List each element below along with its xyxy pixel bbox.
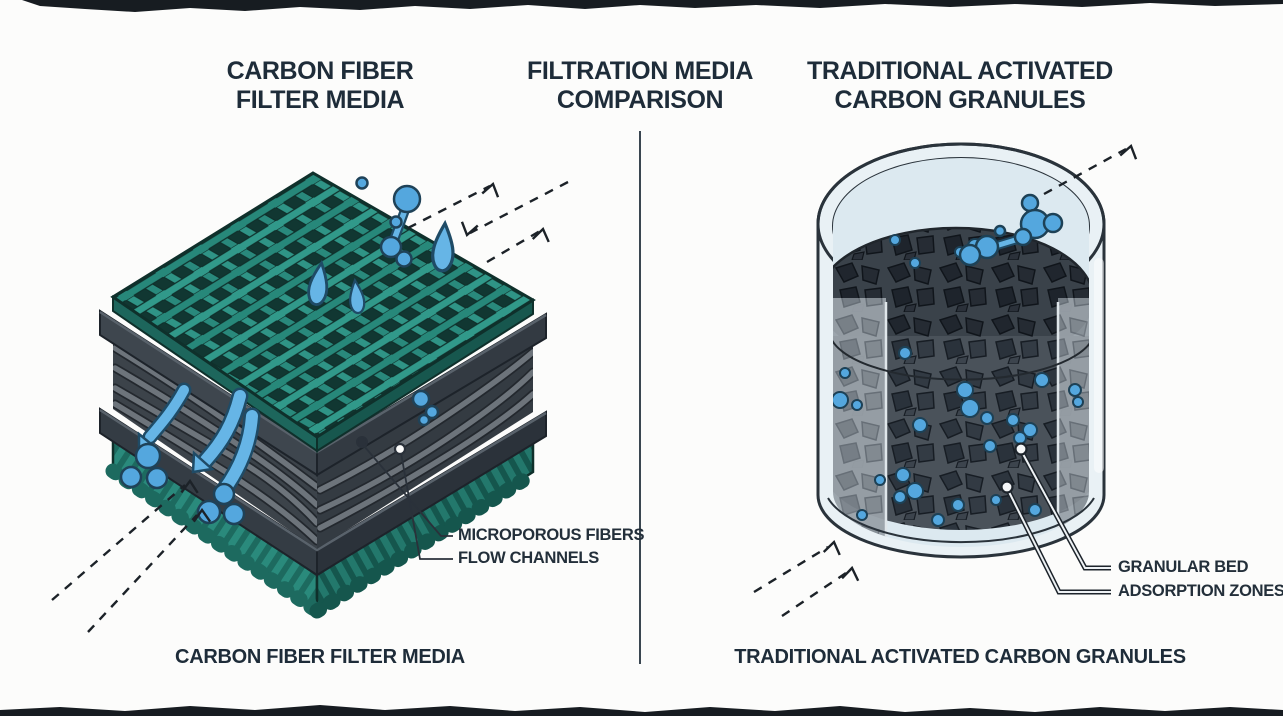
flow-direction-arrows-left [51,180,569,633]
molecule-cluster-rim [958,193,1064,267]
leader-lines-right [1000,442,1111,595]
label-flow-channels: FLOW CHANNELS [458,549,599,567]
main-title: FILTRATION MEDIA COMPARISON [495,57,785,115]
carbon-granules-beaker-illustration [753,142,1138,617]
right-panel-title-line2: CARBON GRANULES [834,86,1086,114]
left-panel-title: CARBON FIBER FILTER MEDIA [155,57,485,115]
left-panel-title-line1: CARBON FIBER [226,57,414,85]
carbon-fiber-mat-illustration [51,171,569,633]
water-droplets [307,219,455,315]
water-flow-arrows [137,382,261,499]
right-panel-title: TRADITIONAL ACTIVATED CARBON GRANULES [770,57,1150,115]
main-title-line2: COMPARISON [556,86,724,114]
right-panel-title-line1: TRADITIONAL ACTIVATED [807,57,1113,85]
leader-lines-left [356,436,453,560]
left-panel-caption: CARBON FIBER FILTER MEDIA [175,646,465,668]
flow-direction-arrows-right [753,143,1138,617]
torn-edge-top [22,0,1283,12]
molecule-clusters-bottom [119,442,246,526]
molecule-cluster-top [355,176,422,268]
trapped-molecules [411,389,440,427]
fiber-strands-right [317,347,533,533]
panel-divider [639,131,641,664]
left-panel-title-line2: FILTER MEDIA [235,86,405,114]
label-microporous-fibers: MICROPOROUS FIBERS [458,526,645,544]
torn-edge-bottom [0,705,1283,716]
right-panel-caption: TRADITIONAL ACTIVATED CARBON GRANULES [734,646,1186,668]
label-adsorption-zones: ADSORPTION ZONES [1118,582,1283,600]
main-title-line1: FILTRATION MEDIA [527,57,753,85]
granular-bed-contents [833,158,1089,547]
label-granular-bed: GRANULAR BED [1118,558,1249,576]
